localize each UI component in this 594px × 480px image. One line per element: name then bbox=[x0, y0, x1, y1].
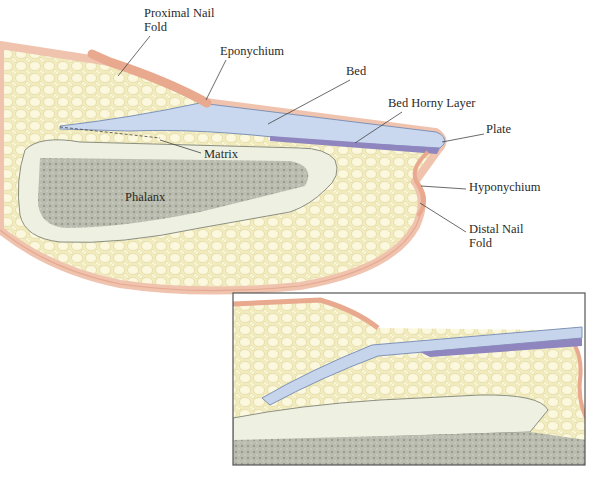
nail-plate bbox=[60, 103, 445, 148]
inset-frame bbox=[233, 293, 585, 465]
finger-tissue bbox=[0, 45, 443, 291]
inset-view bbox=[233, 293, 585, 465]
part-label: Phalanx bbox=[125, 190, 165, 204]
part-label: Bed Horny Layer bbox=[388, 96, 475, 110]
part-label: Distal Nail Fold bbox=[469, 222, 541, 250]
part-label: Hyponychium bbox=[469, 180, 541, 194]
part-label: Bed bbox=[346, 64, 366, 78]
proximal-nail-fold bbox=[92, 54, 207, 103]
part-label: Plate bbox=[486, 122, 511, 136]
part-label: Proximal Nail Fold bbox=[144, 6, 226, 34]
bone-marrow bbox=[38, 158, 308, 228]
bed-horny-layer bbox=[270, 136, 440, 154]
part-label: Eponychium bbox=[220, 44, 284, 58]
part-label: Matrix bbox=[204, 147, 238, 161]
leader-lines bbox=[60, 36, 484, 232]
phalanx-bone bbox=[18, 140, 337, 243]
